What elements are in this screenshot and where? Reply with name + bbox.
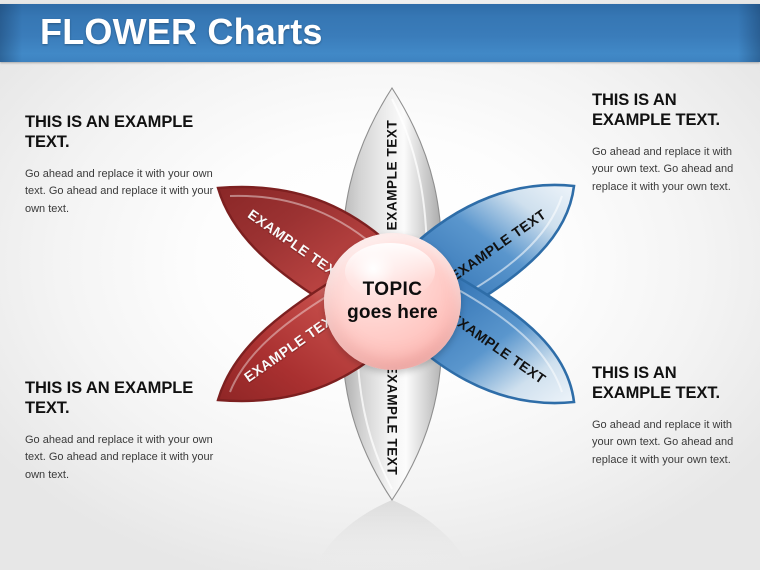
text-block-top-right-heading: THIS IS AN EXAMPLE TEXT.	[592, 91, 720, 130]
text-block-bottom-left-heading: THIS IS AN EXAMPLE TEXT.	[25, 379, 194, 418]
text-block-top-right: THIS IS AN EXAMPLE TEXT. Go ahead and re…	[592, 90, 748, 196]
text-block-bottom-left: THIS IS AN EXAMPLE TEXT. Go ahead and re…	[25, 378, 217, 484]
center-topic-line2: goes here	[347, 301, 438, 323]
title-banner: FLOWER Charts	[0, 4, 760, 62]
text-block-bottom-right: THIS IS AN EXAMPLE TEXT. Go ahead and re…	[592, 363, 748, 469]
text-block-bottom-right-heading: THIS IS AN EXAMPLE TEXT.	[592, 364, 720, 403]
page-title: FLOWER Charts	[40, 11, 323, 53]
text-block-top-left: THIS IS AN EXAMPLE TEXT. Go ahead and re…	[25, 112, 217, 218]
text-block-top-right-body: Go ahead and replace it with your own te…	[592, 145, 734, 193]
petal-reflection	[313, 500, 471, 570]
text-block-bottom-right-body: Go ahead and replace it with your own te…	[592, 418, 734, 466]
center-topic-circle[interactable]: TOPIC goes here	[324, 233, 461, 370]
text-block-bottom-left-body: Go ahead and replace it with your own te…	[25, 433, 214, 481]
center-topic-label: TOPIC goes here	[324, 233, 461, 370]
center-topic-line1: TOPIC	[362, 279, 423, 301]
text-block-top-left-body: Go ahead and replace it with your own te…	[25, 167, 214, 215]
text-block-top-left-heading: THIS IS AN EXAMPLE TEXT.	[25, 113, 194, 152]
